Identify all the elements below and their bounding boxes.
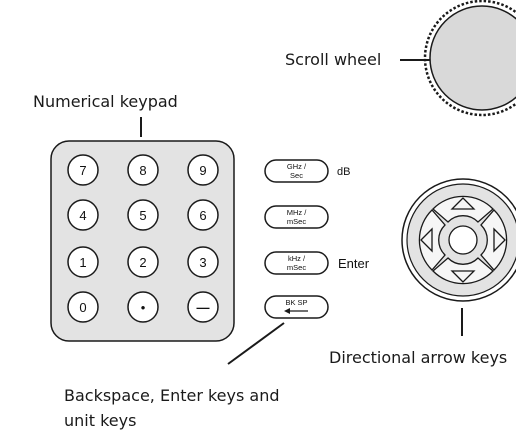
ghz-key-line1: GHz / — [287, 162, 307, 171]
key-6[interactable]: 6 — [187, 199, 219, 231]
key-6-label: 6 — [199, 208, 206, 223]
backspace-key[interactable]: BK SP — [264, 295, 329, 319]
key-4[interactable]: 4 — [67, 199, 99, 231]
numerical-keypad-panel — [50, 140, 235, 342]
unit-key-mhz-msec[interactable]: MHz / mSec — [264, 205, 329, 229]
key-5-label: 5 — [139, 208, 146, 223]
key-decimal-point-label: • — [141, 300, 146, 315]
left-arrow-icon — [284, 308, 308, 314]
key-5[interactable]: 5 — [127, 199, 159, 231]
ghz-key-line2: Sec — [290, 171, 303, 180]
key-minus-label: — — [197, 300, 210, 315]
key-0-label: 0 — [79, 300, 86, 315]
scroll-wheel-callout: Scroll wheel — [285, 50, 381, 69]
right-arrow-key[interactable] — [480, 209, 508, 271]
khz-key-line1: kHz / — [288, 254, 306, 263]
key-9[interactable]: 9 — [187, 154, 219, 186]
key-minus[interactable]: — — [187, 291, 219, 323]
mhz-key-line2: mSec — [287, 217, 306, 226]
right-arrow-icon — [493, 227, 506, 253]
unit-key-khz-msec[interactable]: kHz / mSec — [264, 251, 329, 275]
key-1[interactable]: 1 — [67, 246, 99, 278]
up-arrow-key[interactable] — [432, 195, 494, 223]
mhz-key-line1: MHz / — [287, 208, 307, 217]
backspace-callout-line2: unit keys — [64, 411, 136, 430]
scroll-wheel[interactable] — [423, 0, 516, 117]
key-4-label: 4 — [79, 208, 86, 223]
backspace-callout-line1: Backspace, Enter keys and — [64, 386, 280, 405]
key-7-label: 7 — [79, 163, 86, 178]
enter-label: Enter — [338, 256, 370, 271]
key-7[interactable]: 7 — [67, 154, 99, 186]
key-0[interactable]: 0 — [67, 291, 99, 323]
directional-pad — [401, 178, 516, 302]
scroll-wheel-face — [429, 5, 516, 111]
dpad-outer-ring — [401, 178, 516, 302]
left-arrow-key[interactable] — [418, 209, 446, 271]
key-9-label: 9 — [199, 163, 206, 178]
key-8[interactable]: 8 — [127, 154, 159, 186]
dpad-center-button[interactable] — [448, 225, 478, 255]
key-2[interactable]: 2 — [127, 246, 159, 278]
left-arrow-icon — [420, 227, 433, 253]
db-label: dB — [337, 166, 350, 178]
bksp-key-label: BK SP — [285, 298, 307, 307]
key-3[interactable]: 3 — [187, 246, 219, 278]
down-arrow-icon — [450, 270, 476, 283]
backspace-callout-leader — [227, 322, 285, 365]
key-decimal-point[interactable]: • — [127, 291, 159, 323]
key-1-label: 1 — [79, 255, 86, 270]
key-8-label: 8 — [139, 163, 146, 178]
directional-arrow-keys-callout: Directional arrow keys — [329, 348, 507, 367]
unit-key-ghz-sec[interactable]: GHz / Sec — [264, 159, 329, 183]
key-2-label: 2 — [139, 255, 146, 270]
key-3-label: 3 — [199, 255, 206, 270]
numerical-keypad-callout: Numerical keypad — [33, 92, 178, 111]
up-arrow-icon — [450, 197, 476, 210]
down-arrow-key[interactable] — [432, 257, 494, 285]
khz-key-line2: mSec — [287, 263, 306, 272]
